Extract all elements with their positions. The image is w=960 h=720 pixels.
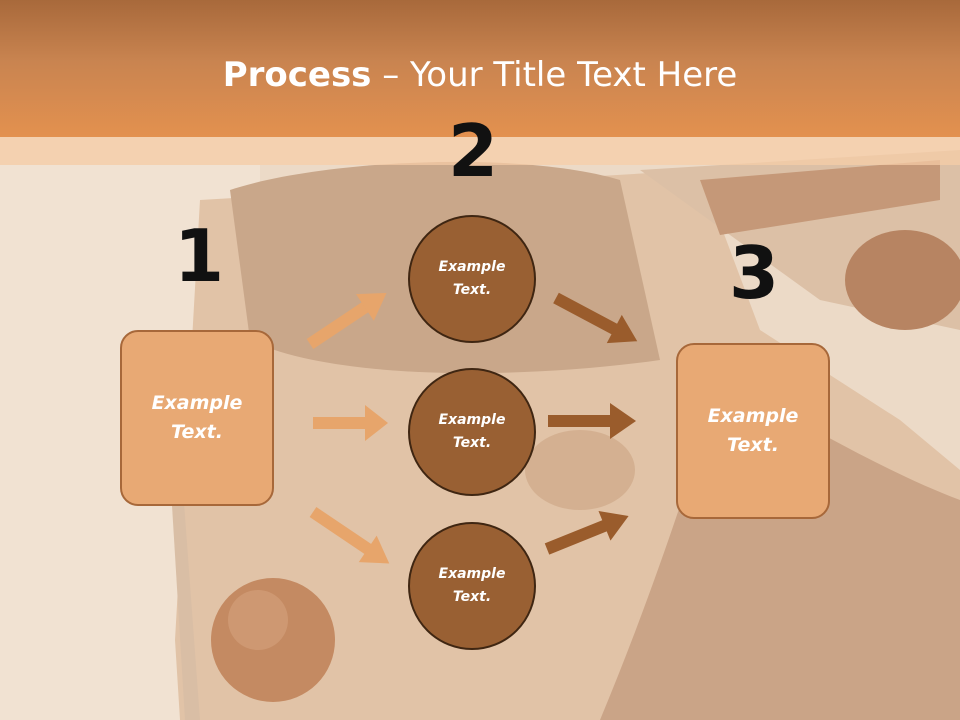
title-bold: Process [222, 55, 372, 95]
circle-bottom: Example Text. [408, 522, 536, 650]
step-number-2: 2 [447, 109, 499, 193]
slide-title: Process – Your Title Text Here [0, 55, 960, 95]
left-box-text: Example Text. [151, 392, 243, 443]
circle-top-text: Example Text. [438, 259, 506, 298]
title-rest: – Your Title Text Here [371, 55, 738, 95]
circle-top: Example Text. [408, 215, 536, 343]
header-accent-band [0, 137, 960, 165]
step-number-3: 3 [728, 231, 780, 315]
circle-middle: Example Text. [408, 368, 536, 496]
right-box-text: Example Text. [707, 405, 799, 456]
right-step-box: Example Text. [676, 343, 830, 519]
circle-middle-text: Example Text. [438, 412, 506, 451]
circle-bottom-text: Example Text. [438, 566, 506, 605]
step-number-1: 1 [173, 214, 225, 298]
title-bar [0, 0, 960, 137]
left-step-box: Example Text. [120, 330, 274, 506]
